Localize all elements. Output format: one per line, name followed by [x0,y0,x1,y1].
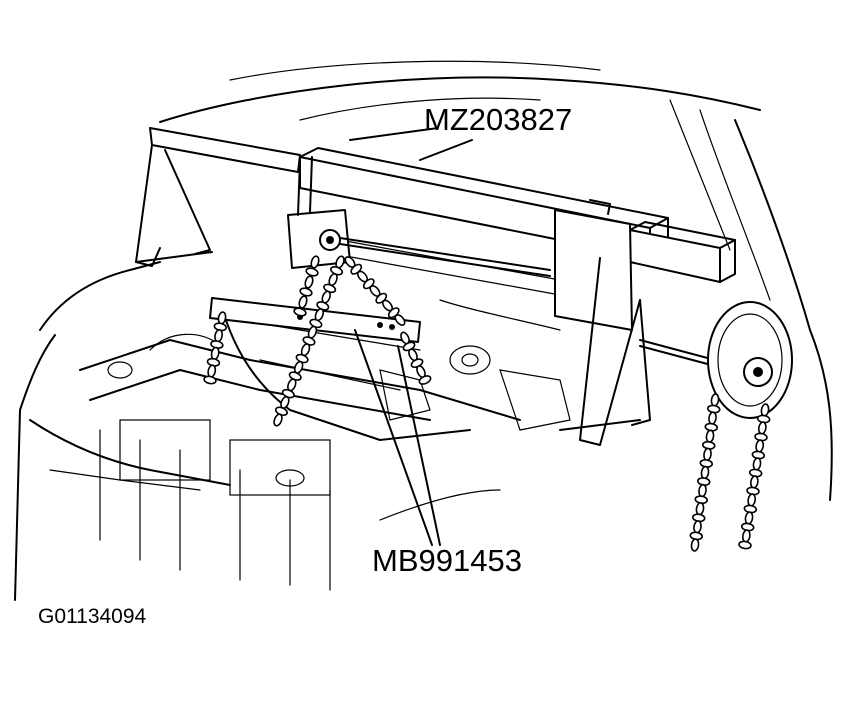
hood-outline [159,60,811,331]
chain-link [293,307,307,317]
chain-link [304,275,314,289]
chain-link [305,267,319,277]
chain-link [298,295,308,309]
chain-link [747,493,757,507]
chain-link [752,457,762,471]
right-support-leg [554,199,651,446]
hand-wheel [707,301,793,419]
chain-link [695,501,705,516]
chain-link [698,483,707,498]
chain-link [703,447,712,462]
figure-id: G01134094 [38,605,147,628]
chain-link [738,540,752,550]
left-support-leg [135,127,301,267]
chain-link [744,511,754,525]
radiator-support [79,339,521,591]
chain-link [757,421,767,435]
callout-label-support-tool: MZ203827 [424,102,573,137]
chain-link [299,287,313,297]
body-outline [14,261,833,601]
chain-link [705,429,715,444]
chain-link [273,413,283,427]
chain-link [708,411,717,425]
chain-link [310,255,320,269]
chain-link [418,375,432,385]
chain-link [394,314,406,326]
callout-label-hanger-tool: MB991453 [372,543,522,578]
chain-link [690,538,700,552]
chain-link [749,475,759,489]
chain-link [203,375,217,385]
chain-link [741,529,751,543]
lift-chains [203,255,771,552]
support-beam [299,147,736,296]
chain-link [693,520,702,534]
chain-link [700,465,710,480]
chain-link [755,439,765,453]
chain-link [710,393,720,407]
leader-lines [349,127,473,546]
